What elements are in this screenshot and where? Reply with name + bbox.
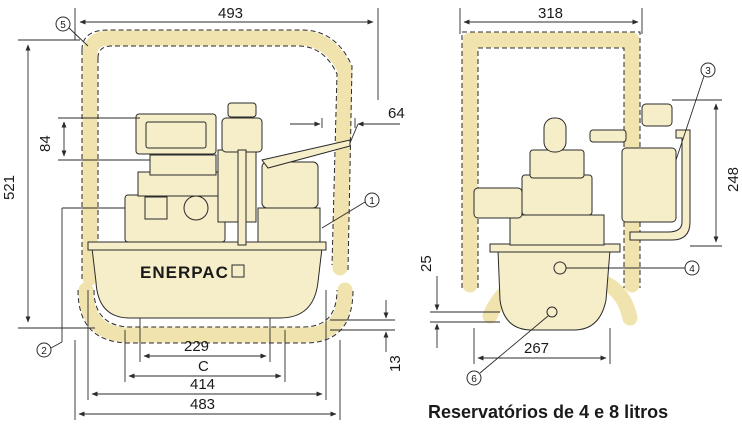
callout-4: 4 (553, 260, 700, 276)
front-view: ENERPAC 493 521 84 64 229 C 414 (1, 5, 405, 420)
callout-6: 6 (466, 306, 558, 386)
callout-5: 5 (55, 16, 89, 47)
side-filter-cylinder (621, 147, 677, 223)
svg-text:4: 4 (689, 264, 695, 275)
front-handle-opening (145, 121, 207, 149)
front-lever (261, 139, 351, 169)
front-base-plate (87, 241, 327, 251)
caption: Reservatórios de 4 e 8 litros (428, 402, 668, 422)
callout-2: 2 (36, 341, 63, 358)
dim-248: 248 (725, 167, 742, 192)
dim-267: 267 (524, 340, 549, 357)
side-reservoir-tank (497, 249, 611, 331)
side-riser (543, 117, 567, 153)
side-pump-head (529, 149, 585, 179)
front-switch-box (149, 154, 217, 176)
side-valve-block (509, 214, 605, 246)
front-motor-port (144, 196, 168, 220)
svg-text:5: 5 (60, 20, 66, 31)
front-valve-block (257, 207, 321, 243)
front-gauge-cap (227, 102, 257, 118)
dim-229: 229 (184, 338, 209, 355)
side-pipe-connector (589, 129, 627, 143)
front-reservoir-tank (91, 247, 323, 319)
side-view: 318 248 25 267 3 4 6 (418, 5, 742, 422)
front-valve-body (261, 161, 319, 209)
front-filter-cylinder (217, 149, 257, 223)
side-gauge-head (641, 103, 673, 127)
front-carry-frame (77, 29, 354, 344)
dim-84: 84 (37, 135, 54, 152)
callout-1: 1 (321, 192, 380, 229)
svg-text:2: 2 (41, 346, 47, 357)
front-motor-knob (183, 195, 209, 221)
dim-414: 414 (190, 376, 215, 393)
svg-text:3: 3 (705, 66, 711, 77)
side-motor-port (473, 187, 523, 219)
front-brand-label: ENERPAC (140, 263, 229, 282)
dim-13: 13 (387, 355, 404, 372)
front-riser-pipe (237, 149, 247, 246)
side-pump-body (521, 174, 593, 216)
front-gauge-head (221, 117, 263, 153)
dim-c: C (198, 358, 209, 375)
callout-3: 3 (675, 62, 716, 161)
side-return-pipe (629, 129, 691, 241)
dim-521: 521 (1, 175, 18, 200)
front-motor (124, 194, 226, 243)
front-motor-top (137, 171, 219, 197)
dim-64: 64 (388, 105, 405, 122)
dim-318: 318 (538, 5, 563, 22)
front-brand-logo (231, 264, 245, 278)
svg-text:1: 1 (369, 196, 375, 207)
svg-text:6: 6 (471, 374, 477, 385)
dim-25: 25 (418, 255, 435, 272)
dim-493: 493 (218, 5, 243, 22)
dim-483: 483 (190, 396, 215, 413)
